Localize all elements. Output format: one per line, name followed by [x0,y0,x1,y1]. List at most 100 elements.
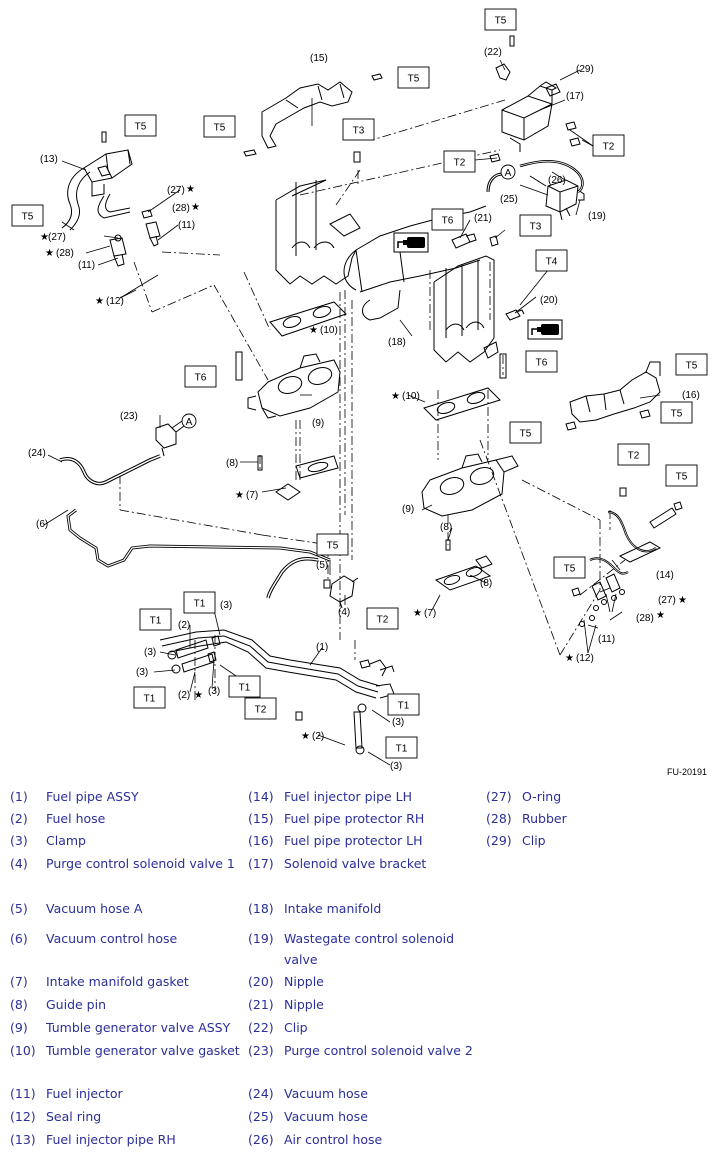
tgv-gasket-lh [423,387,501,421]
svg-text:(9): (9) [402,504,414,515]
legend-item-number: (9) [10,1020,28,1035]
legend-item-label: Intake manifold gasket [46,974,189,989]
svg-text:T5: T5 [676,472,688,483]
svg-text:(10): (10) [320,325,338,336]
legend-item-number: (16) [248,833,274,848]
svg-text:T1: T1 [239,683,251,694]
legend-item-label: Nipple [284,997,324,1012]
legend-item-number: (5) [10,901,28,916]
svg-text:(2): (2) [178,690,190,701]
legend-item-label: Fuel pipe ASSY [46,789,139,804]
connector-a-marker-upper: A [500,164,516,180]
legend-item-number: (2) [10,811,28,826]
svg-text:(27): (27) [48,232,66,243]
svg-text:★: ★ [95,296,104,307]
legend-item-label: Purge control solenoid valve 2 [284,1043,473,1058]
svg-text:(7): (7) [424,608,436,619]
fuel-injector-pipe-lh [589,507,677,601]
svg-text:★: ★ [301,731,310,742]
svg-text:(20): (20) [540,295,558,306]
sealant-icon [527,319,563,340]
fuel-hoses-and-clamps [167,635,367,755]
svg-text:T6: T6 [536,358,548,369]
svg-text:A: A [505,168,512,179]
svg-text:T3: T3 [530,222,542,233]
legend-item-label: Tumble generator valve gasket [46,1043,240,1058]
svg-text:(27): (27) [167,185,185,196]
svg-text:★: ★ [194,690,203,701]
svg-text:(25): (25) [500,194,518,205]
star-marks: ★ ★ ★ ★ ★ ★ ★ ★ ★ ★ ★ ★ ★ ★ [40,184,687,742]
svg-text:T1: T1 [194,599,206,610]
legend-item-number: (26) [248,1132,274,1147]
svg-text:★: ★ [413,608,422,619]
svg-text:T4: T4 [546,257,558,268]
svg-text:★: ★ [186,184,195,195]
svg-text:(3): (3) [144,647,156,658]
legend-item-number: (17) [248,856,274,871]
intake-manifold-gasket-rh [275,455,339,501]
exploded-parts-diagram: A A T5 [11,8,708,777]
svg-text:(10): (10) [402,391,420,402]
svg-text:T5: T5 [686,361,698,372]
svg-text:(3): (3) [136,667,148,678]
nipple-21 [451,233,477,249]
svg-text:★: ★ [235,490,244,501]
legend-item-number: (29) [486,833,512,848]
parts-drawing [59,35,683,755]
svg-text:(3): (3) [392,717,404,728]
svg-text:(3): (3) [390,761,402,772]
legend-item-number: (21) [248,997,274,1012]
legend-item-number: (14) [248,789,274,804]
legend-item-label: Fuel pipe protector RH [284,811,425,826]
svg-text:(2): (2) [312,731,324,742]
svg-text:(1): (1) [316,642,328,653]
fuel-injectors-rh [109,209,161,267]
fuel-pipe-protector-lh [569,361,661,423]
svg-text:T5: T5 [135,122,147,133]
svg-text:(28): (28) [172,203,190,214]
svg-text:T1: T1 [398,701,410,712]
figure-id: FU-20191 [667,767,707,777]
svg-text:(29): (29) [576,64,594,75]
legend-item-number: (28) [486,811,512,826]
svg-text:T6: T6 [195,373,207,384]
svg-text:(14): (14) [656,570,674,581]
svg-text:(18): (18) [388,337,406,348]
svg-text:T5: T5 [495,16,507,27]
svg-text:T2: T2 [603,142,615,153]
fuel-pipe-assy [159,629,395,699]
svg-text:(16): (16) [682,390,700,401]
legend-item-number: (25) [248,1109,274,1124]
svg-text:T2: T2 [255,705,267,716]
svg-text:(26): (26) [548,175,566,186]
legend-item-label: Intake manifold [284,901,382,916]
svg-text:T1: T1 [144,694,156,705]
fuel-injector-pipe-rh [61,149,133,231]
svg-text:(7): (7) [246,490,258,501]
legend-item-label: Vacuum control hose [46,931,178,946]
svg-text:T3: T3 [353,126,365,137]
svg-text:T1: T1 [396,744,408,755]
svg-text:T5: T5 [22,212,34,223]
legend-item-number: (6) [10,931,28,946]
svg-text:(23): (23) [120,411,138,422]
svg-text:(28): (28) [56,248,74,259]
svg-text:(21): (21) [474,213,492,224]
svg-text:(12): (12) [576,653,594,664]
svg-text:(19): (19) [588,211,606,222]
injector-seals-lh [579,589,625,627]
svg-text:★: ★ [565,653,574,664]
svg-text:(12): (12) [106,296,124,307]
tgv-assy-lh [421,453,519,517]
sealant-icon [393,232,429,253]
svg-text:★: ★ [678,595,687,606]
legend-item-number: (19) [248,931,274,946]
legend-item-label: Guide pin [46,997,107,1012]
legend-item-label: Fuel injector pipe LH [284,789,413,804]
callout-numbers: (15) (22) (29) (17) (13) (27) (28) (11) … [28,47,700,772]
legend-item-number: (23) [248,1043,274,1058]
svg-text:T5: T5 [408,74,420,85]
vacuum-control-hose [66,508,331,568]
purge-control-solenoid-valve-2 [155,423,185,457]
